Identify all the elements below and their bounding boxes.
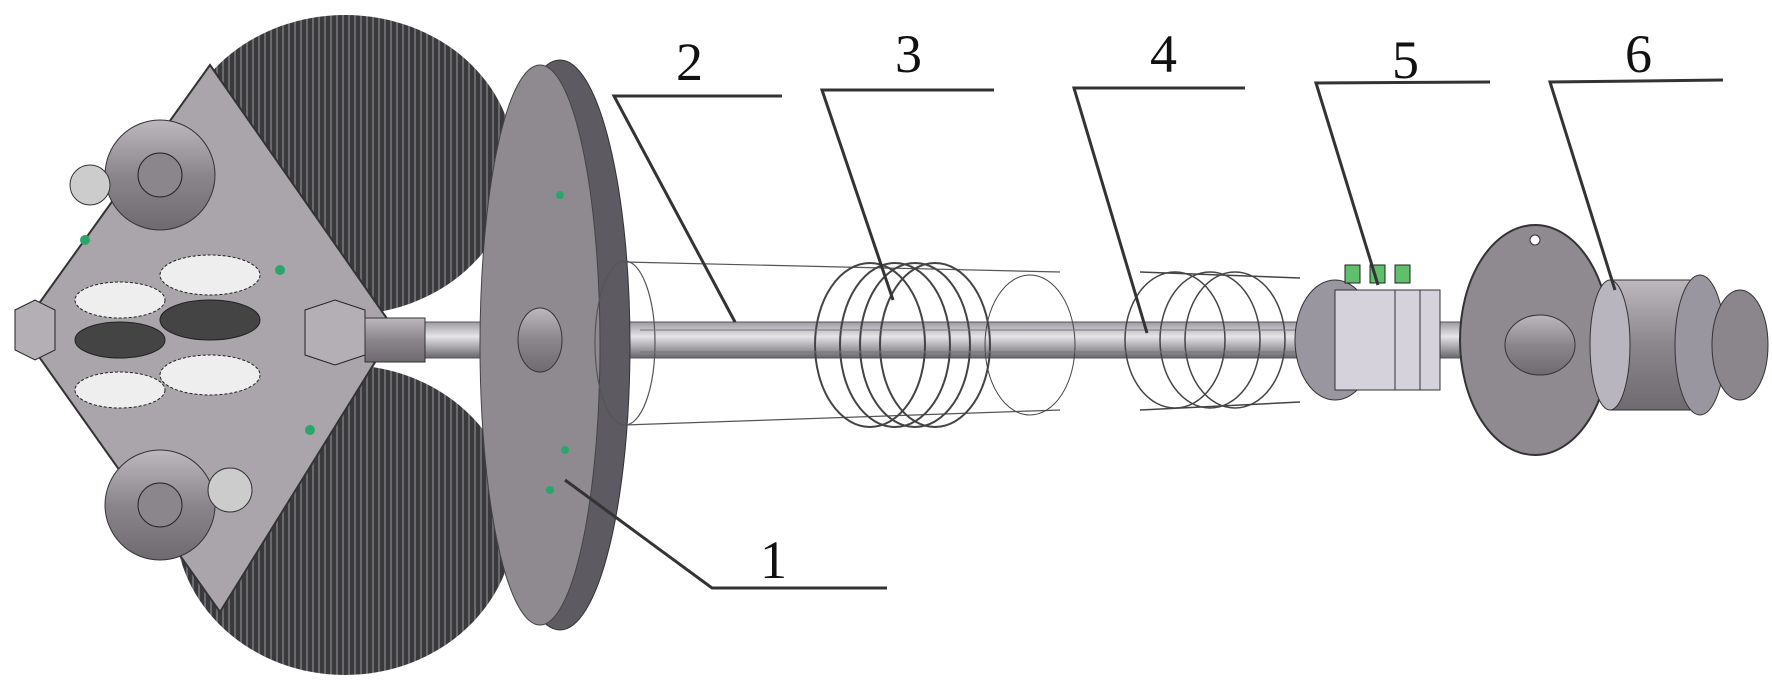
leader-6 (1547, 78, 1724, 291)
leader-4 (1071, 86, 1245, 334)
slip-ring-assembly (1294, 264, 1441, 401)
fitting (1344, 264, 1361, 284)
callout-2: 2 (676, 32, 703, 92)
leader-1 (564, 478, 887, 590)
sealing-rings-4 (1124, 271, 1301, 411)
sealing-rings-3 (814, 262, 1076, 428)
leader-3 (819, 88, 994, 301)
leader-5 (1313, 80, 1491, 286)
callout-1: 1 (760, 530, 787, 590)
tube-section-1 (594, 260, 1061, 426)
callout-3: 3 (895, 24, 922, 84)
callout-5: 5 (1392, 30, 1419, 90)
callout-4: 4 (1150, 24, 1177, 84)
leader-2 (611, 94, 782, 323)
motor-assembly (1459, 224, 1769, 456)
callout-6: 6 (1625, 24, 1652, 84)
leader-lines (564, 78, 1724, 590)
gear-train (74, 254, 261, 409)
